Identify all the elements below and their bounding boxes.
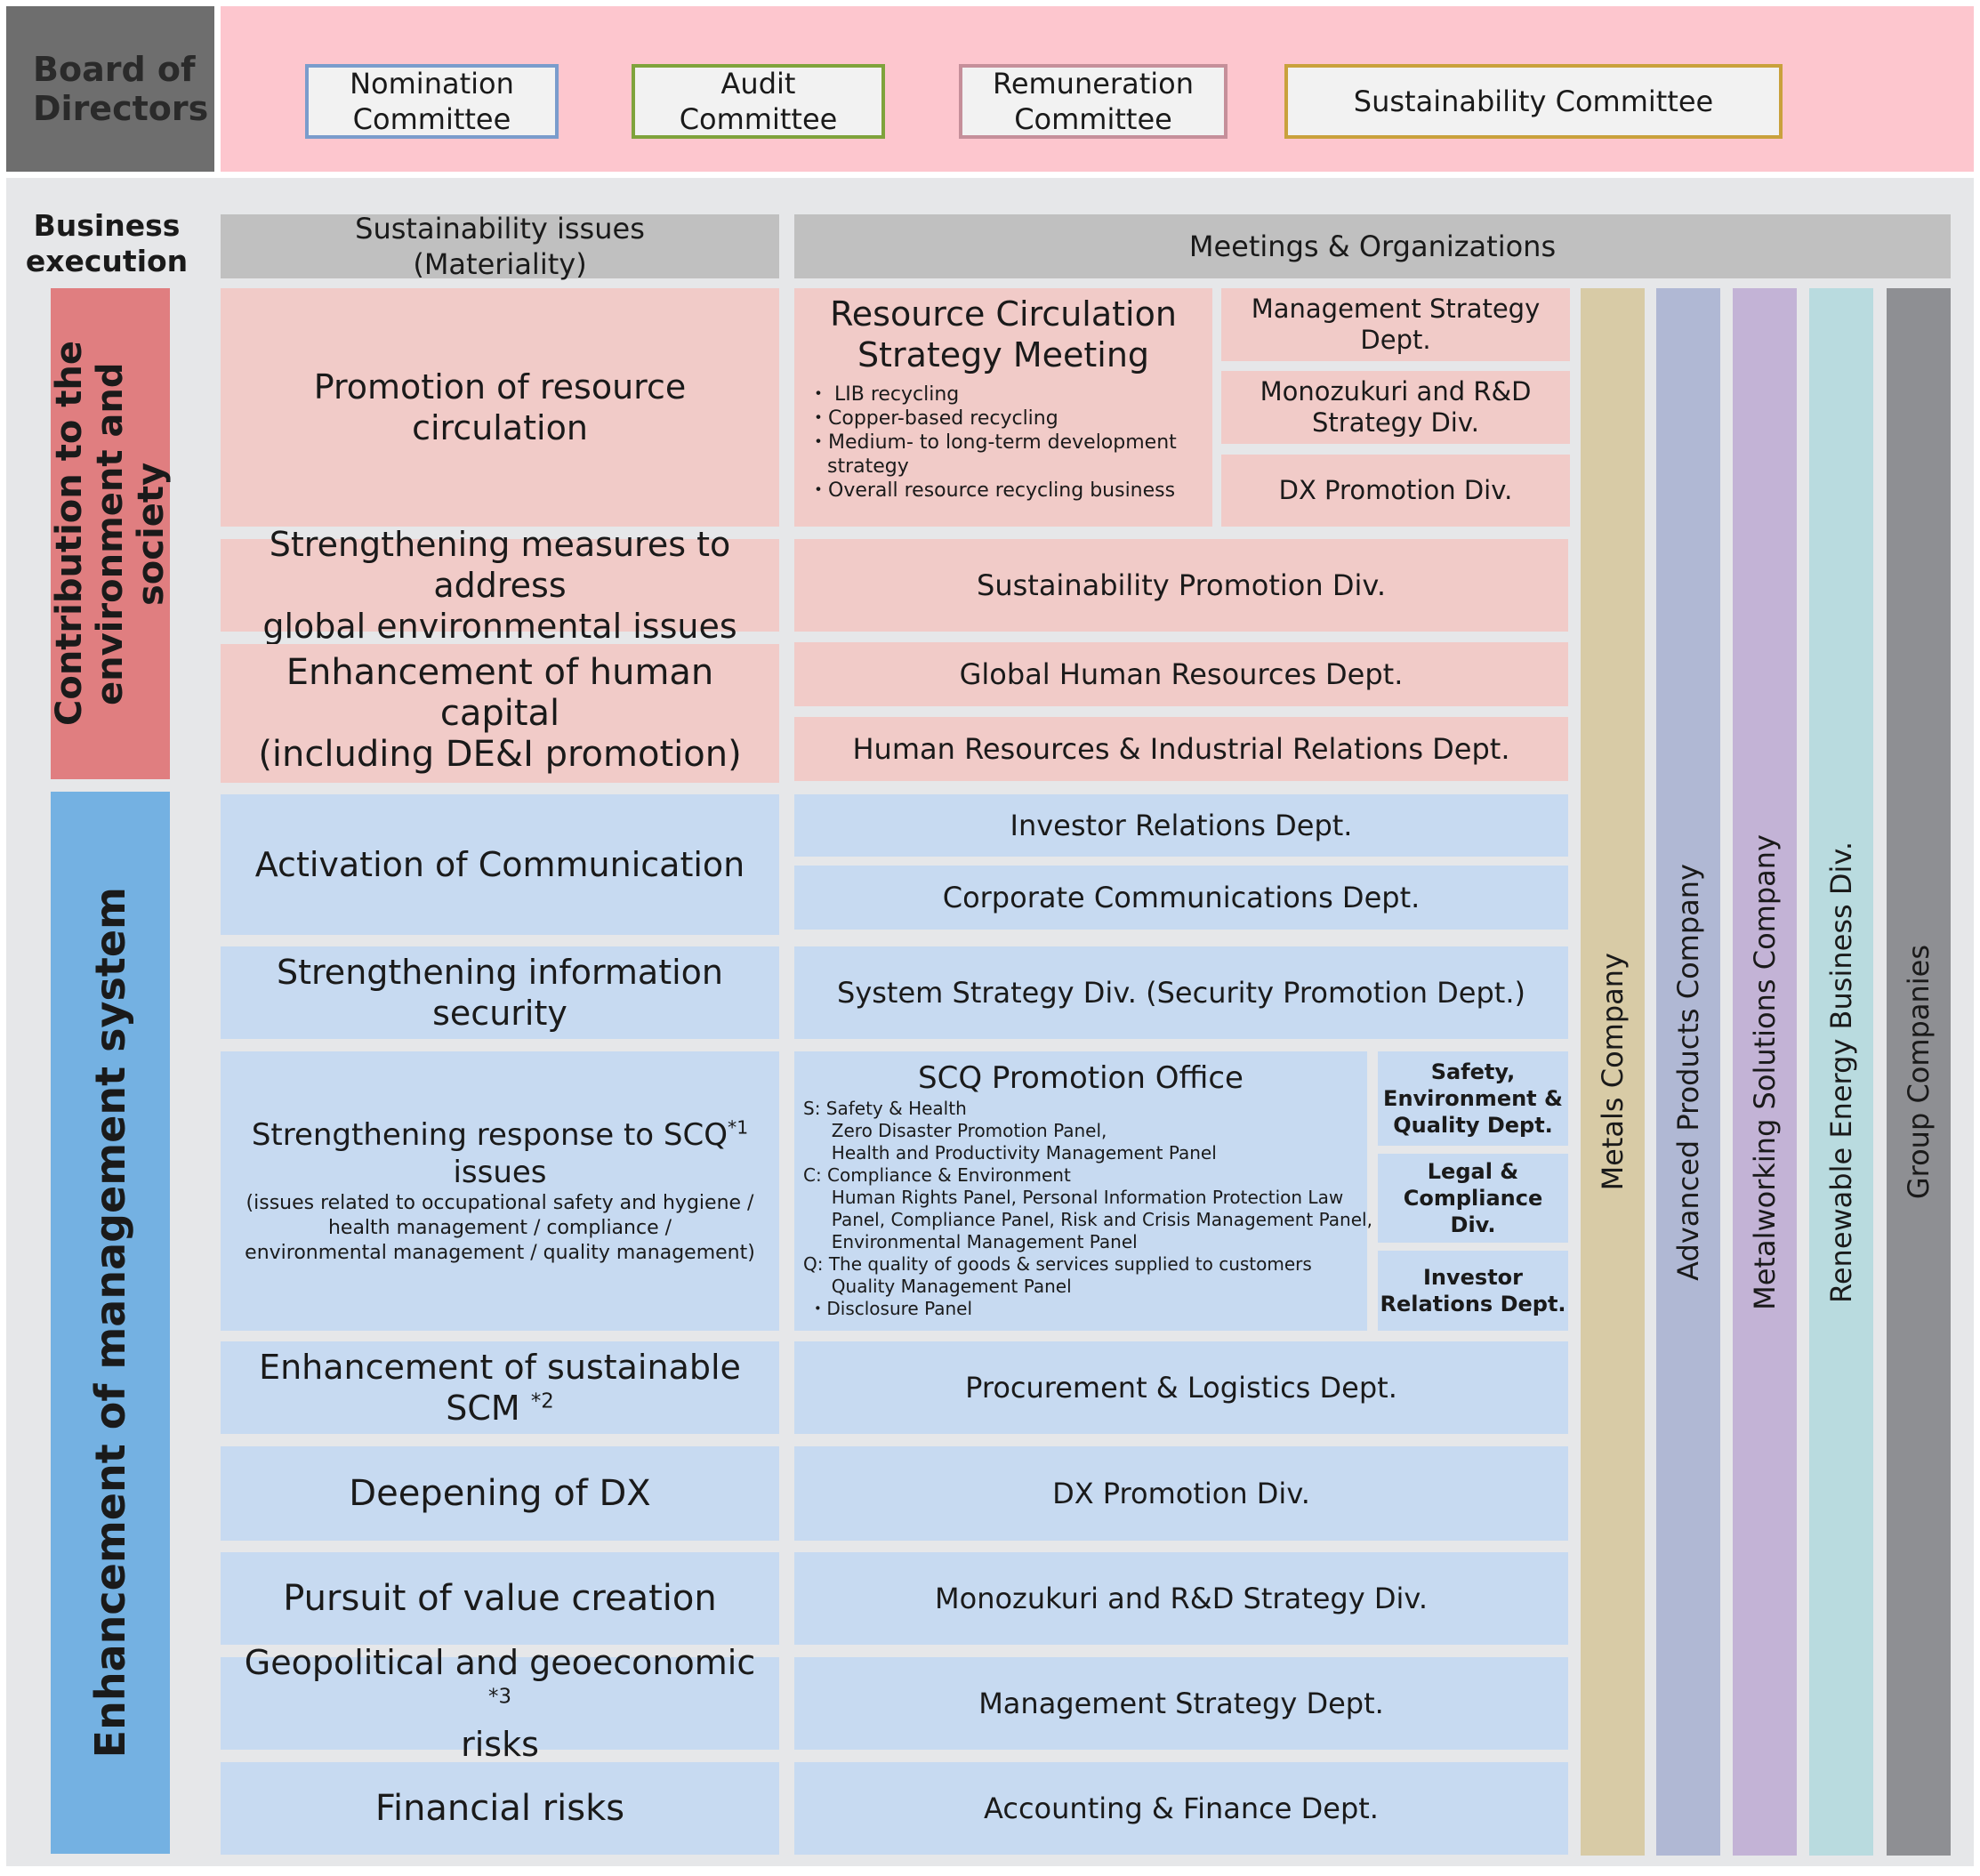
org-hr-industrial-relations-dept: Human Resources & Industrial Relations D… (794, 717, 1568, 781)
materiality-communication: Activation of Communication (221, 794, 779, 935)
materiality-human-capital: Enhancement of human capital(including D… (221, 644, 779, 783)
materiality-scq: Strengthening response to SCQ*1 issues (… (221, 1051, 779, 1331)
org-monozukuri-rd-strategy-div: Monozukuri and R&D Strategy Div. (794, 1552, 1568, 1645)
scq-promotion-office: SCQ Promotion Office S: Safety & Health … (794, 1051, 1372, 1331)
company-column-group-companies: Group Companies (1887, 288, 1951, 1856)
org-sustainability-promotion-div: Sustainability Promotion Div. (794, 539, 1568, 632)
materiality-information-security: Strengthening information security (221, 946, 779, 1039)
scq-panels-list: S: Safety & Health Zero Disaster Promoti… (803, 1098, 1372, 1319)
company-column-metals: Metals Company (1581, 288, 1645, 1856)
org-management-strategy-dept: Management Strategy Dept. (794, 1657, 1568, 1750)
sustainability-committee: Sustainability Committee (1284, 64, 1783, 139)
management-system-sidebar: Enhancement of management system (51, 792, 170, 1854)
company-column-advanced-products: Advanced Products Company (1656, 288, 1720, 1856)
resource-circulation-topics: ・ LIB recycling ・Copper-based recycling … (809, 383, 1177, 502)
company-column-metalworking-solutions: Metalworking Solutions Company (1733, 288, 1797, 1856)
scq-safety-environment-quality-dept: Safety,Environment &Quality Dept. (1378, 1051, 1568, 1146)
org-accounting-finance-dept: Accounting & Finance Dept. (794, 1762, 1568, 1855)
materiality-financial-risks: Financial risks (221, 1762, 779, 1855)
org-dx-promotion-div: DX Promotion Div. (794, 1446, 1568, 1541)
materiality-dx: Deepening of DX (221, 1446, 779, 1541)
materiality-resource-circulation: Promotion of resource circulation (221, 288, 779, 527)
scq-legal-compliance-div: Legal &Compliance Div. (1378, 1154, 1568, 1243)
org-procurement-logistics-dept: Procurement & Logistics Dept. (794, 1341, 1568, 1434)
materiality-header: Sustainability issues(Materiality) (221, 212, 779, 281)
rc-dx-promotion-div: DX Promotion Div. (1221, 455, 1570, 527)
org-global-human-resources-dept: Global Human Resources Dept. (794, 642, 1568, 706)
materiality-sustainable-scm: Enhancement of sustainable SCM *2 (221, 1341, 779, 1434)
company-column-renewable-energy: Renewable Energy Business Div. (1809, 288, 1873, 1856)
materiality-value-creation: Pursuit of value creation (221, 1552, 779, 1645)
meetings-organizations-header: Meetings & Organizations (794, 214, 1951, 278)
org-corporate-communications-dept: Corporate Communications Dept. (794, 866, 1568, 930)
org-investor-relations-dept: Investor Relations Dept. (794, 794, 1568, 857)
org-system-strategy-div: System Strategy Div. (Security Promotion… (794, 946, 1568, 1039)
